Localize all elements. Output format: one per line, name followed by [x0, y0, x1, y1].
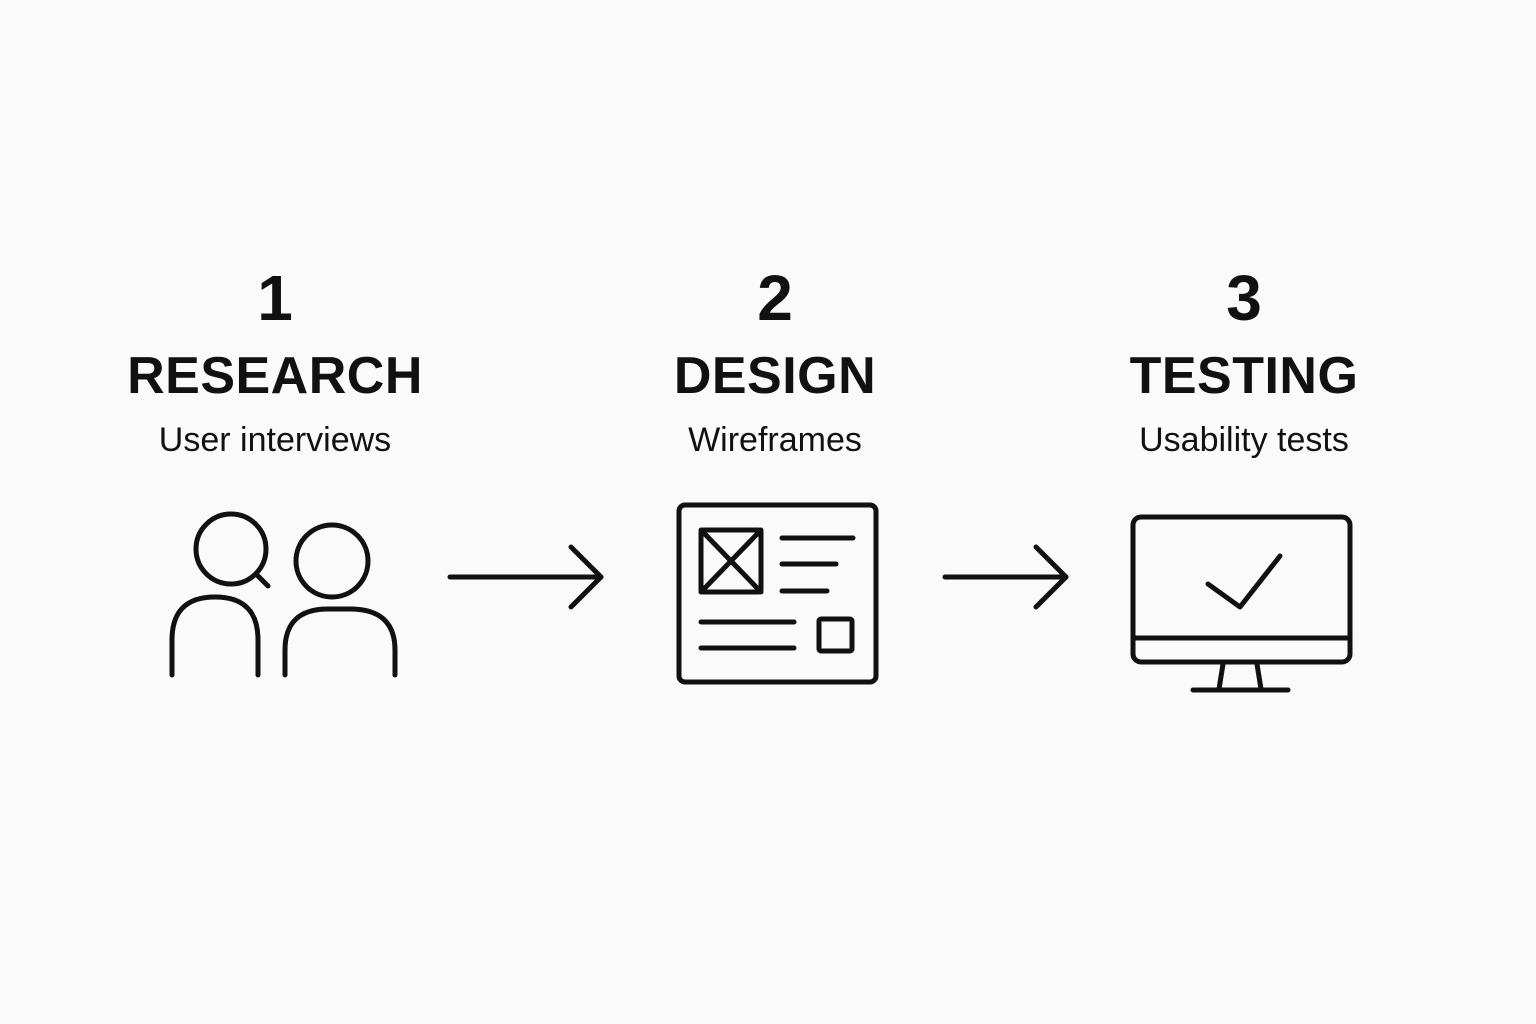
- arrow-right-icon: [447, 544, 604, 610]
- step-title: RESEARCH: [127, 347, 423, 405]
- step-subtitle: Usability tests: [1139, 421, 1349, 459]
- wireframe-icon: [676, 502, 879, 685]
- step-number: 2: [757, 262, 793, 334]
- step-number: 3: [1226, 262, 1262, 334]
- step-subtitle: User interviews: [158, 421, 392, 459]
- step-number: 1: [257, 262, 293, 334]
- step-title: TESTING: [1129, 347, 1359, 405]
- step-subtitle: Wireframes: [688, 421, 862, 459]
- monitor-check-icon: [1130, 514, 1353, 693]
- users-search-icon: [169, 511, 398, 678]
- step-title: DESIGN: [673, 347, 877, 405]
- arrow-right-icon: [942, 544, 1069, 610]
